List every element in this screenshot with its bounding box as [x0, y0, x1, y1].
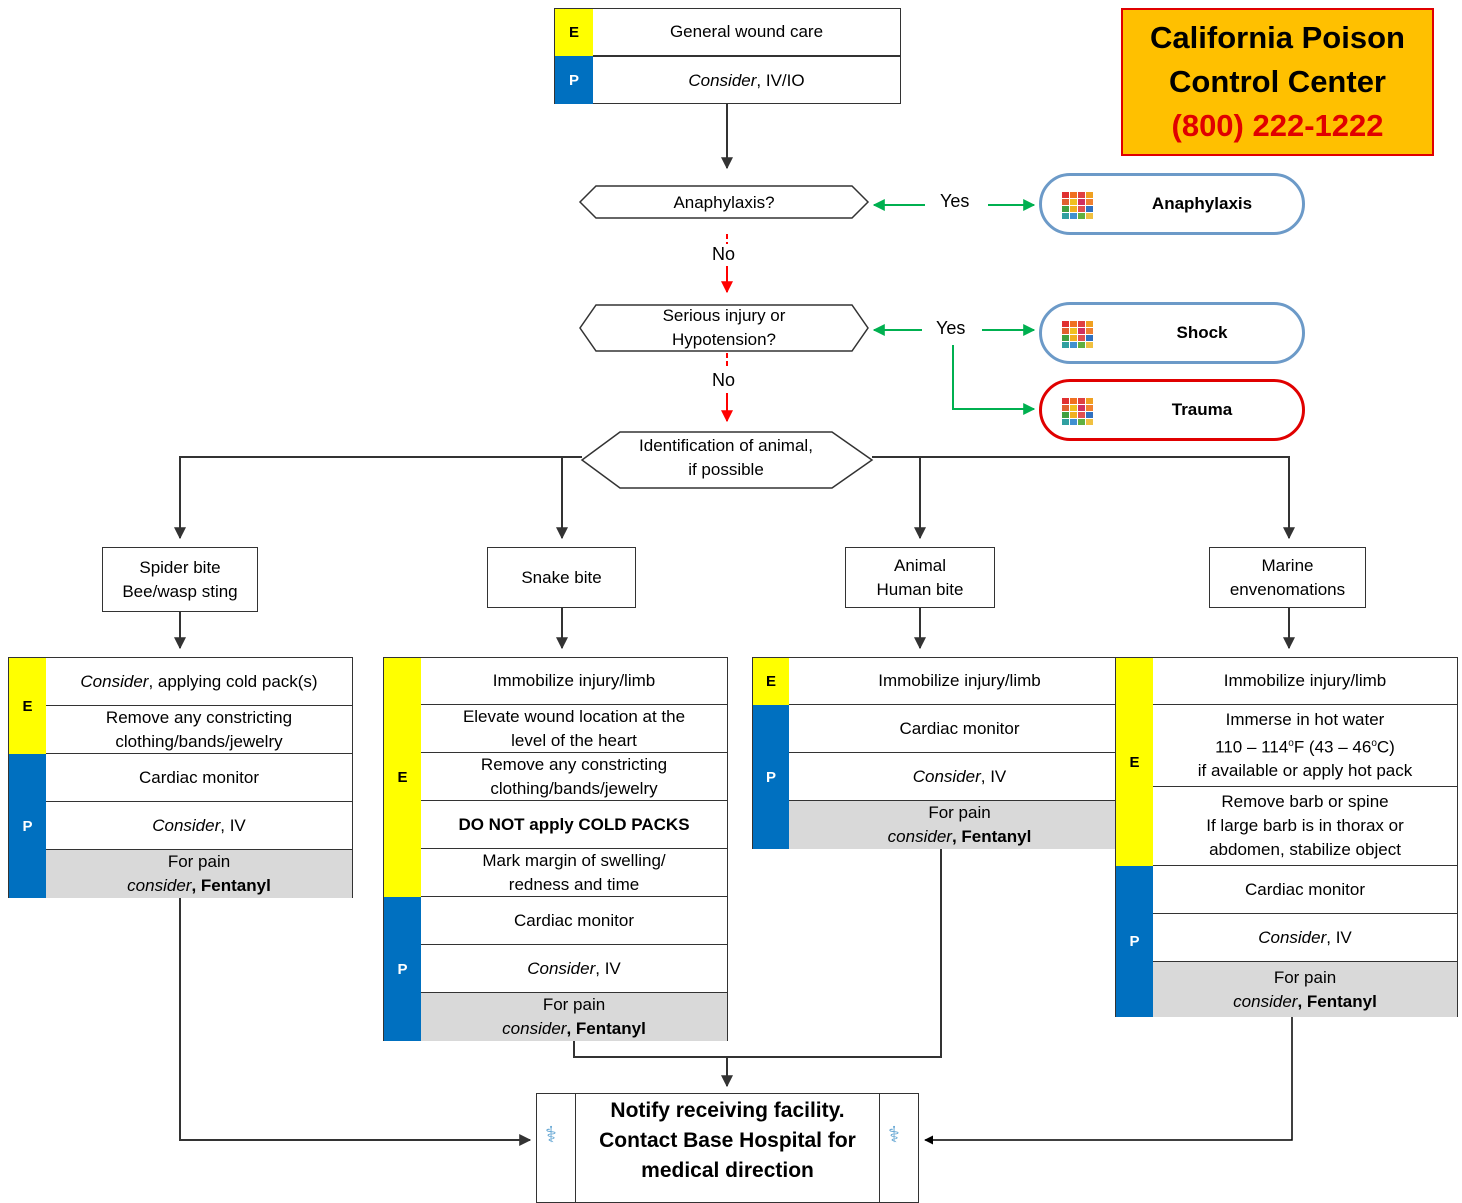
notify-facility-box: ⚕ Notify receiving facility. Contact Bas…: [536, 1093, 919, 1203]
e-badge: E: [753, 658, 789, 705]
snake-treatment-box: E P Immobilize injury/limb Elevate wound…: [383, 657, 728, 1041]
no-label-serious: No: [712, 370, 736, 390]
e-badge: E: [1116, 658, 1153, 866]
marine-consider-iv-row: Consider, IV: [1153, 914, 1457, 962]
poison-phone: (800) 222-1222: [1171, 108, 1384, 143]
protocol-grid-icon: [1062, 192, 1096, 220]
anaphylaxis-question: Anaphylaxis?: [673, 193, 775, 212]
animal-consider-iv-row: Consider, IV: [789, 753, 1130, 801]
notify-right-icon-cell: ⚕: [879, 1094, 918, 1202]
snake-no-cold-packs-row: DO NOT apply COLD PACKS: [421, 801, 727, 849]
e-badge: E: [555, 9, 593, 56]
anaphylaxis-decision-shape: [578, 185, 870, 219]
animal-bite-category: Animal Human bite: [845, 547, 995, 608]
no-label-anaphylaxis: No: [712, 244, 736, 264]
yes-label-anaphylaxis: Yes: [940, 191, 970, 211]
p-badge: P: [384, 897, 421, 1041]
spider-pain-fentanyl-row: For pain consider, Fentanyl: [46, 850, 352, 898]
spider-cardiac-monitor-row: Cardiac monitor: [46, 754, 352, 802]
general-care-box: E P General wound care Consider, IV/IO: [554, 8, 901, 104]
p-badge: P: [1116, 866, 1153, 1017]
p-badge: P: [753, 705, 789, 849]
snake-pain-fentanyl-row: For pain consider, Fentanyl: [421, 993, 727, 1041]
general-wound-care-row: General wound care: [593, 9, 900, 56]
yes-label-serious: Yes: [936, 318, 966, 338]
trauma-protocol-link[interactable]: Trauma: [1039, 379, 1305, 441]
spider-consider-iv-row: Consider, IV: [46, 802, 352, 850]
identify-animal-decision-shape: [580, 431, 874, 489]
trauma-protocol-label: Trauma: [1171, 400, 1233, 419]
animal-treatment-box: E P Immobilize injury/limb Cardiac monit…: [752, 657, 1131, 849]
marine-pain-fentanyl-row: For pain consider, Fentanyl: [1153, 962, 1457, 1017]
marine-immobilize-row: Immobilize injury/limb: [1153, 658, 1457, 705]
p-badge: P: [9, 754, 46, 898]
consider-iv-io-row: Consider, IV/IO: [593, 56, 900, 104]
spider-bite-category: Spider bite Bee/wasp sting: [102, 547, 258, 612]
serious-injury-decision-shape: [579, 304, 869, 352]
poison-control-banner: California Poison Control Center (800) 2…: [1121, 8, 1434, 156]
snake-cardiac-monitor-row: Cardiac monitor: [421, 897, 727, 945]
poison-line1: California Poison: [1150, 20, 1405, 55]
shock-protocol-label: Shock: [1176, 323, 1228, 342]
e-badge: E: [9, 658, 46, 754]
marine-cardiac-monitor-row: Cardiac monitor: [1153, 866, 1457, 914]
notify-left-icon-cell: ⚕: [537, 1094, 576, 1202]
poison-line2: Control Center: [1169, 64, 1386, 99]
animal-pain-fentanyl-row: For pain consider, Fentanyl: [789, 801, 1130, 849]
shock-protocol-link[interactable]: Shock: [1039, 302, 1305, 364]
protocol-grid-icon: [1062, 398, 1096, 426]
e-badge: E: [384, 658, 421, 897]
animal-cardiac-monitor-row: Cardiac monitor: [789, 705, 1130, 753]
animal-immobilize-row: Immobilize injury/limb: [789, 658, 1130, 705]
marine-treatment-box: E P Immobilize injury/limb Immerse in ho…: [1115, 657, 1458, 1017]
marine-envenomation-category: Marine envenomations: [1209, 547, 1366, 608]
spider-treatment-box: E P Consider, applying cold pack(s) Remo…: [8, 657, 353, 898]
marine-hot-water-row: Immerse in hot water 110 – 114oF (43 – 4…: [1153, 705, 1457, 787]
snake-consider-iv-row: Consider, IV: [421, 945, 727, 993]
serious-injury-question: Serious injury or Hypotension?: [662, 306, 786, 349]
marine-remove-barb-row: Remove barb or spine If large barb is in…: [1153, 787, 1457, 866]
anaphylaxis-protocol-label: Anaphylaxis: [1151, 194, 1253, 213]
protocol-grid-icon: [1062, 321, 1096, 349]
spider-cold-pack-row: Consider, applying cold pack(s): [46, 658, 352, 706]
anaphylaxis-protocol-link[interactable]: Anaphylaxis: [1039, 173, 1305, 235]
notify-text: Notify receiving facility. Contact Base …: [599, 1099, 856, 1182]
caduceus-icon: ⚕: [888, 1122, 900, 1147]
snake-immobilize-row: Immobilize injury/limb: [421, 658, 727, 705]
caduceus-icon: ⚕: [545, 1122, 557, 1147]
snake-bite-category: Snake bite: [487, 547, 636, 608]
snake-mark-margin-row: Mark margin of swelling/redness and time: [421, 849, 727, 897]
identify-animal-question: Identification of animal, if possible: [639, 436, 813, 479]
p-badge: P: [555, 56, 593, 104]
